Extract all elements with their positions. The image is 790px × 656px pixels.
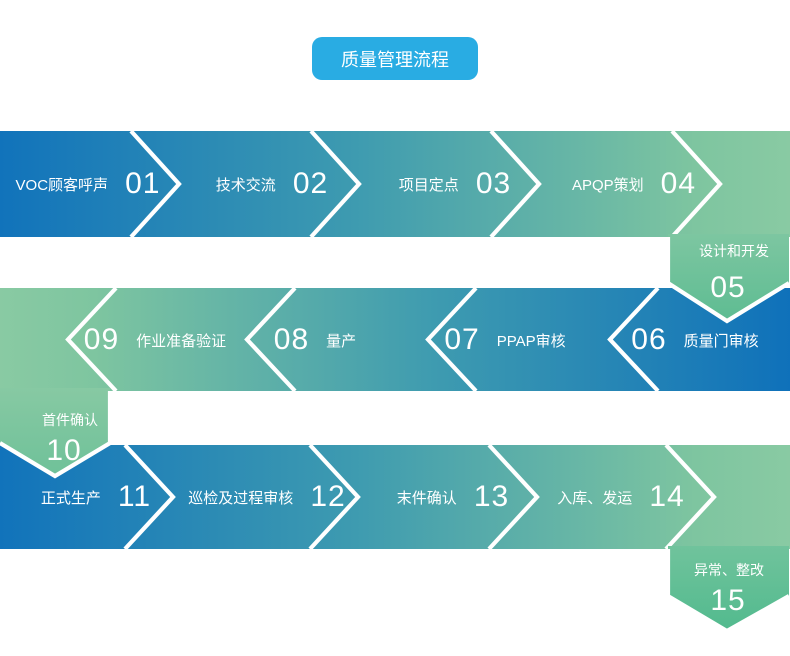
step-label: 技术交流 [215,176,276,194]
step-number: 04 [660,167,697,200]
chevron-left-icon [425,286,478,393]
chevron-left-icon [244,286,297,393]
step-14: 入库、发运 14 [557,480,684,514]
chevron-right-icon [309,129,362,239]
connector-shape-10 [0,388,110,476]
chevron-right-icon [664,443,717,551]
step-13: 末件确认 13 [397,480,509,514]
step-label: 入库、发运 [557,489,633,507]
step-number: 06 [631,323,667,356]
step-07: 07 PPAP审核 [444,323,565,357]
step-label: PPAP审核 [496,332,566,350]
step-01: VOC顾客呼声 01 [16,167,161,201]
step-label: 项目定点 [398,176,459,194]
step-08: 08 量产 [274,323,356,357]
process-band-row1 [0,131,790,237]
connector-label: 首件确认 [42,412,98,428]
step-number: 02 [292,167,329,200]
step-number: 12 [310,480,346,513]
chevron-left-icon [607,286,660,393]
chevron-right-icon [670,129,723,239]
step-number: 14 [649,480,685,513]
connector-label: 设计和开发 [699,243,769,259]
connector-outline-15 [665,549,790,634]
chevron-right-icon [487,443,540,551]
step-label: 末件确认 [396,489,457,507]
step-04: APQP策划 04 [572,167,696,201]
chevron-right-icon [129,129,182,239]
step-number: 01 [125,167,161,200]
page-title: 质量管理流程 [312,37,478,80]
chevron-right-icon [308,443,361,551]
step-06: 06 质量门审核 [631,323,758,357]
connector-outline-10 [0,391,113,479]
step-number: 03 [475,167,512,200]
connector-shape-15 [668,546,789,631]
step-label: 量产 [326,332,357,350]
step-number: 09 [83,323,120,356]
chevron-left-icon [65,286,118,393]
step-number: 07 [444,323,480,356]
connector-number: 10 [46,434,82,467]
step-label: 巡检及过程审核 [188,489,294,507]
step-label: VOC顾客呼声 [15,176,109,194]
step-number: 13 [473,480,510,513]
connector-number: 05 [710,271,746,304]
connector-number: 15 [710,584,746,617]
step-09: 09 作业准备验证 [84,323,226,357]
process-band-row2 [0,288,790,391]
chevron-right-icon [489,129,542,239]
process-band-row3 [0,445,790,549]
step-02: 技术交流 02 [216,167,328,201]
step-number: 08 [273,323,310,356]
step-label: 质量门审核 [683,332,759,350]
chevron-right-icon [123,443,176,551]
connector-label: 异常、整改 [694,562,764,578]
step-label: 作业准备验证 [136,332,227,350]
step-12: 巡检及过程审核 12 [188,480,345,514]
step-label: APQP策划 [571,176,644,194]
step-number: 11 [117,480,152,513]
step-03: 项目定点 03 [399,167,511,201]
step-11: 正式生产 11 [41,480,151,514]
connector-outline-05 [665,237,790,324]
step-label: 正式生产 [40,489,101,507]
